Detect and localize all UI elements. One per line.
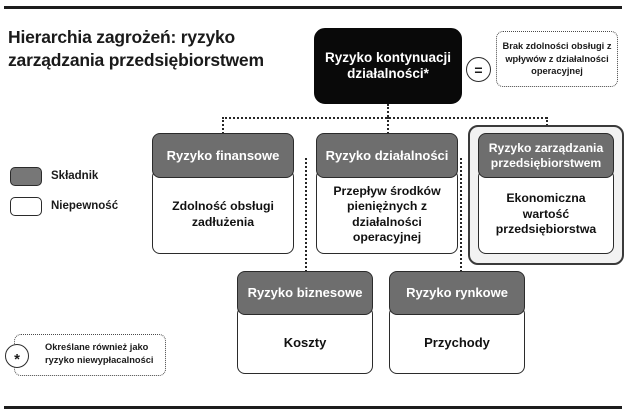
asterisk-icon: * (5, 344, 29, 368)
node-operating-risk-head: Ryzyko działalności (316, 133, 458, 178)
bottom-rule (4, 406, 622, 409)
node-financial-risk-head: Ryzyko finansowe (152, 133, 294, 178)
top-rule (4, 6, 622, 9)
footnote-text: Określane również jako ryzyko niewypłaca… (45, 342, 154, 365)
node-financial-risk[interactable]: Ryzyko finansowe Zdolność obsługi zadłuż… (152, 133, 294, 254)
node-market-risk-head: Ryzyko rynkowe (389, 271, 525, 315)
legend-swatch-filled (10, 166, 42, 186)
node-business-risk-head: Ryzyko biznesowe (237, 271, 373, 315)
node-management-risk-head: Ryzyko zarządzania przedsiębiorstwem (478, 133, 614, 178)
node-management-risk[interactable]: Ryzyko zarządzania przedsiębiorstwem Eko… (478, 133, 614, 254)
connector-horizontal-bus (222, 117, 547, 119)
legend: Składnik Niepewność (10, 164, 118, 224)
node-financial-risk-body: Zdolność obsługi zadłużenia (152, 169, 294, 254)
connector-drop-business (305, 158, 307, 272)
node-market-risk[interactable]: Ryzyko rynkowe Przychody (389, 271, 525, 374)
page-title: Hierarchia zagrożeń: ryzyko zarządzania … (8, 27, 264, 71)
legend-item-niepewnosc: Niepewność (10, 194, 118, 218)
legend-label-niepewnosc: Niepewność (51, 200, 119, 212)
connector-drop-operating (387, 117, 389, 134)
node-going-concern-risk[interactable]: Ryzyko kontynuacji działalności* (314, 28, 462, 104)
node-business-risk-body: Koszty (237, 306, 373, 374)
node-operating-risk-body: Przepływ środków pieniężnych z działalno… (316, 169, 458, 254)
connector-drop-financial (222, 117, 224, 134)
connector-drop-market (460, 158, 462, 272)
legend-item-skladnik: Składnik (10, 164, 118, 188)
node-market-risk-body: Przychody (389, 306, 525, 374)
callout-uncertainty: Brak zdolności obsługi z wpływów z dział… (496, 31, 618, 87)
asterisk-glyph: * (14, 350, 20, 368)
node-operating-risk[interactable]: Ryzyko działalności Przepływ środków pie… (316, 133, 458, 254)
node-management-risk-body: Ekonomiczna wartość przedsiębiorstwa (478, 169, 614, 254)
connector-root-stub (387, 104, 389, 117)
node-going-concern-risk-label: Ryzyko kontynuacji działalności* (314, 28, 462, 104)
legend-label-skladnik: Składnik (51, 170, 99, 182)
equals-icon: = (466, 57, 491, 82)
node-business-risk[interactable]: Ryzyko biznesowe Koszty (237, 271, 373, 374)
footnote-box: * Określane również jako ryzyko niewypła… (5, 334, 166, 376)
legend-swatch-empty (10, 196, 42, 216)
